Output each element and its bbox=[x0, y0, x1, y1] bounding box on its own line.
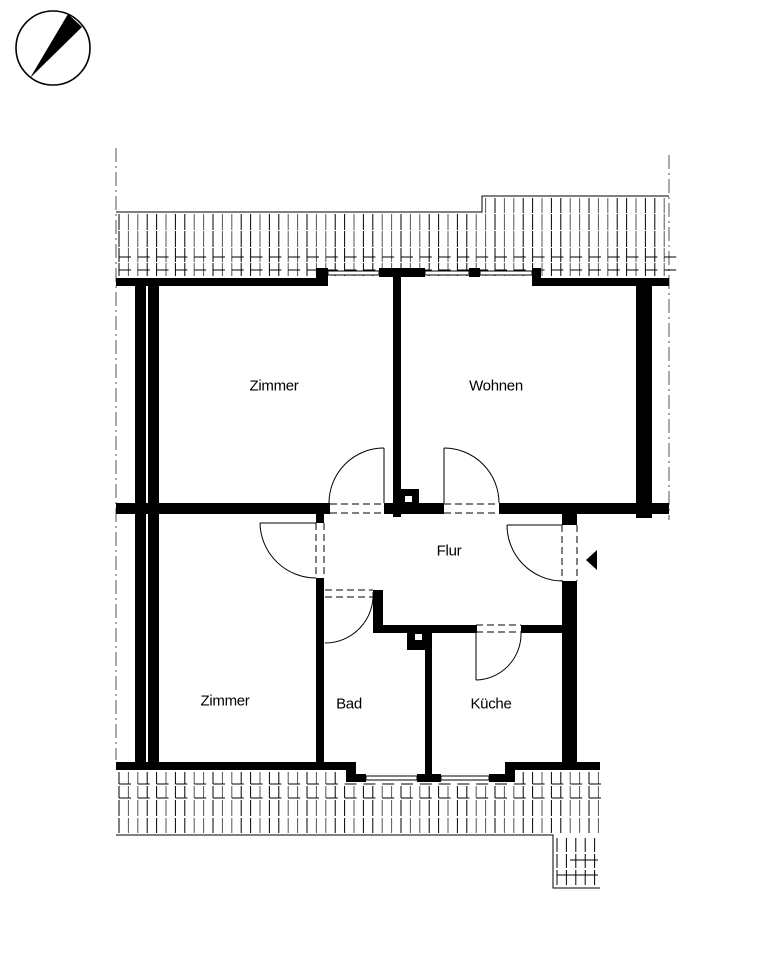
reference-lines bbox=[115, 148, 670, 760]
room-label-flur: Flur bbox=[436, 542, 462, 560]
room-label-wohnen: Wohnen bbox=[469, 377, 523, 395]
roof-tiles-bottom bbox=[116, 772, 601, 889]
doors bbox=[259, 447, 578, 681]
room-label-zimmer-2: Zimmer bbox=[200, 692, 250, 710]
walls bbox=[116, 268, 669, 782]
roof-tiles-top bbox=[116, 195, 677, 276]
room-label-kueche: Küche bbox=[470, 695, 512, 713]
north-arrow-icon bbox=[15, 10, 91, 86]
windows bbox=[327, 270, 533, 781]
entrance-triangle-icon bbox=[586, 550, 597, 570]
room-label-zimmer-1: Zimmer bbox=[249, 377, 299, 395]
room-label-bad: Bad bbox=[336, 695, 362, 713]
